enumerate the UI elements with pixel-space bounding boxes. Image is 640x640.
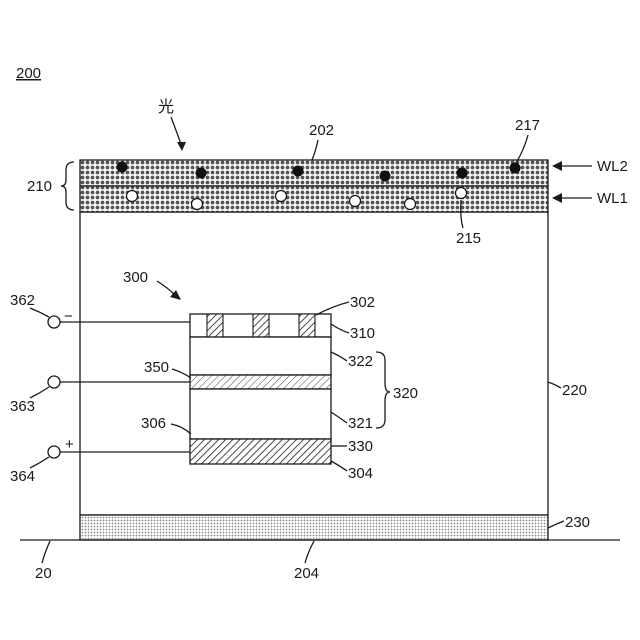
terminal-minus-sign: − <box>64 308 73 325</box>
white-particle <box>192 199 203 210</box>
black-particle <box>293 166 304 177</box>
leader-204 <box>305 541 314 563</box>
label-204: 204 <box>294 565 319 582</box>
leader-202 <box>312 140 318 160</box>
light-arrow-head <box>177 142 186 151</box>
light-label: 光 <box>158 98 174 116</box>
label-306: 306 <box>141 415 166 432</box>
label-202: 202 <box>309 122 334 139</box>
layer-322 <box>190 337 331 375</box>
label-wl1: WL1 <box>597 190 628 207</box>
terminal-363 <box>48 376 60 388</box>
label-20: 20 <box>35 565 52 582</box>
label-362: 362 <box>10 292 35 309</box>
label-300: 300 <box>123 269 148 286</box>
brace-210 <box>61 162 74 210</box>
electrode-302 <box>299 314 315 337</box>
label-230: 230 <box>565 514 590 531</box>
electrode-302 <box>207 314 223 337</box>
layer-321 <box>190 389 331 439</box>
terminal-364 <box>48 446 60 458</box>
layer-330 <box>190 439 331 464</box>
wl2-arrow-head <box>552 161 562 171</box>
label-363: 363 <box>10 398 35 415</box>
wl1-layer <box>80 186 548 212</box>
white-particle <box>456 188 467 199</box>
leader-364 <box>30 457 49 468</box>
label-350: 350 <box>144 359 169 376</box>
black-particle <box>196 168 207 179</box>
label-310: 310 <box>350 325 375 342</box>
label-302: 302 <box>350 294 375 311</box>
white-particle <box>127 191 138 202</box>
leader-363 <box>30 387 49 398</box>
label-217: 217 <box>515 117 540 134</box>
label-330: 330 <box>348 438 373 455</box>
label-wl2: WL2 <box>597 158 628 175</box>
terminal-362 <box>48 316 60 328</box>
electrode-302 <box>253 314 269 337</box>
wl1-arrow-head <box>552 193 562 203</box>
black-particle <box>380 171 391 182</box>
label-321: 321 <box>348 415 373 432</box>
label-210: 210 <box>27 178 52 195</box>
label-304: 304 <box>348 465 373 482</box>
white-particle <box>276 191 287 202</box>
black-particle <box>457 168 468 179</box>
terminal-plus-sign: + <box>65 436 74 453</box>
label-220: 220 <box>562 382 587 399</box>
wl2-layer <box>80 160 548 186</box>
black-particle <box>510 163 521 174</box>
label-364: 364 <box>10 468 35 485</box>
white-particle <box>405 199 416 210</box>
leader-220 <box>548 382 561 388</box>
device-stack-300 <box>190 314 331 464</box>
black-particle <box>117 162 128 173</box>
leader-230 <box>548 521 564 528</box>
bottom-layer-230 <box>80 515 548 540</box>
leader-217 <box>516 135 528 163</box>
label-320: 320 <box>393 385 418 402</box>
layer-350 <box>190 375 331 389</box>
label-215: 215 <box>456 230 481 247</box>
figure-number: 200 <box>16 65 41 82</box>
label-322: 322 <box>348 353 373 370</box>
leader-20 <box>42 541 50 563</box>
leader-362 <box>30 308 49 317</box>
white-particle <box>350 196 361 207</box>
